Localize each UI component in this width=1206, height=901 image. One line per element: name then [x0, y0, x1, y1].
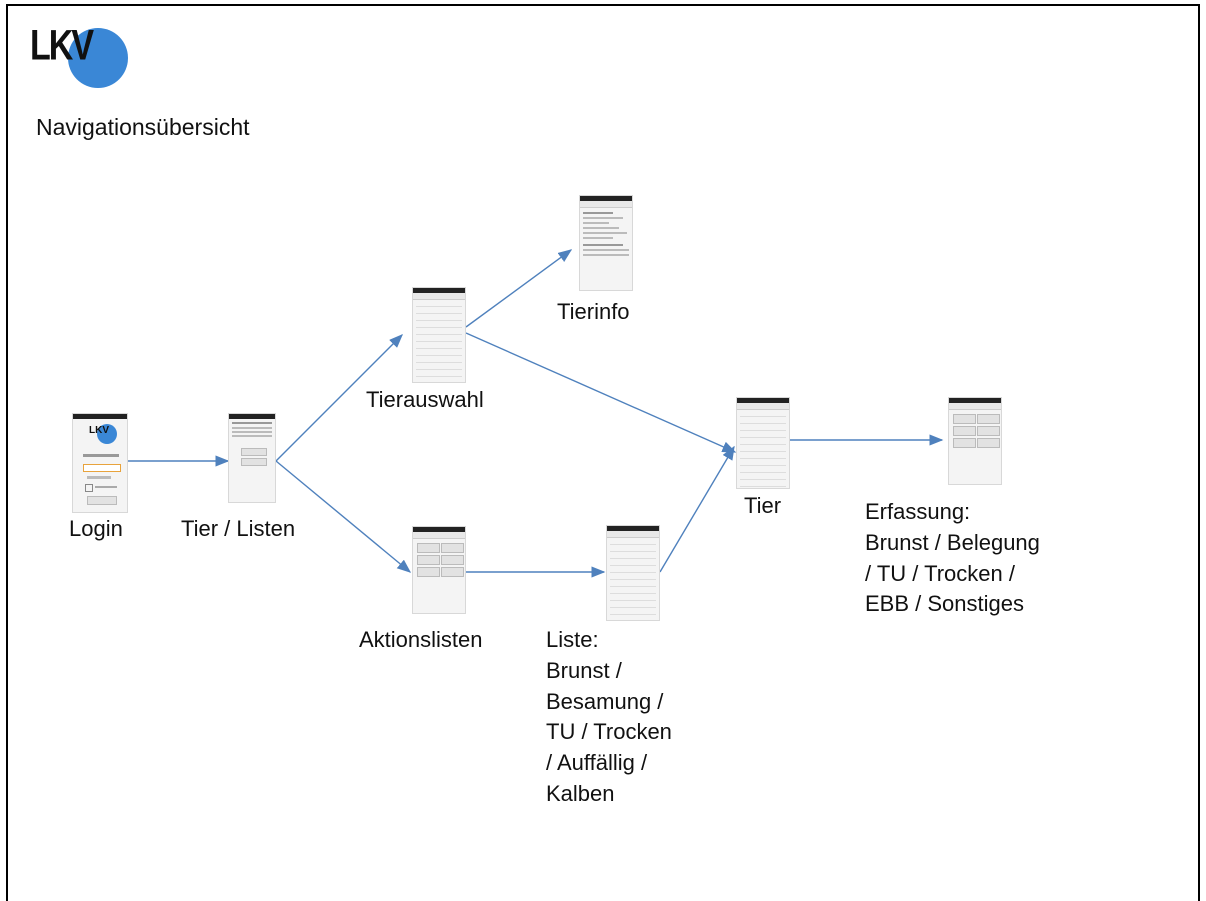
edge-tier-listen-tierauswahl [275, 334, 403, 462]
node-label-liste: Liste: Brunst / Besamung / TU / Trocken … [546, 627, 672, 806]
edge-tierauswahl-tierinfo [465, 249, 573, 328]
node-label-tier-listen: Tier / Listen [181, 516, 296, 541]
tierauswahl-screen-thumbnail [412, 287, 466, 383]
node-label-aktionslisten: Aktionslisten [359, 627, 483, 652]
node-label-erfassung: Erfassung: Brunst / Belegung / TU / Troc… [865, 499, 1040, 617]
logo-text: LKV [30, 22, 94, 70]
tierinfo-screen-thumbnail [579, 195, 633, 291]
node-label-login: Login [69, 516, 123, 541]
tier-listen-screen-thumbnail [228, 413, 276, 503]
aktionslisten-screen-thumbnail [412, 526, 466, 614]
erfassung-screen-thumbnail [948, 397, 1002, 485]
lkv-logo: LKV [30, 22, 128, 94]
edge-tierauswahl-tier [465, 332, 737, 453]
login-screen-thumbnail: LKV [72, 413, 128, 513]
edge-liste-tier [659, 445, 735, 573]
node-label-tierauswahl: Tierauswahl [366, 387, 484, 412]
tier-screen-thumbnail [736, 397, 790, 489]
node-label-tier: Tier [744, 493, 782, 518]
edge-tier-listen-aktionslisten [275, 460, 412, 573]
liste-screen-thumbnail [606, 525, 660, 621]
page-title: Navigationsübersicht [36, 114, 250, 140]
logo-circle [68, 28, 128, 88]
node-label-tierinfo: Tierinfo [557, 299, 630, 324]
